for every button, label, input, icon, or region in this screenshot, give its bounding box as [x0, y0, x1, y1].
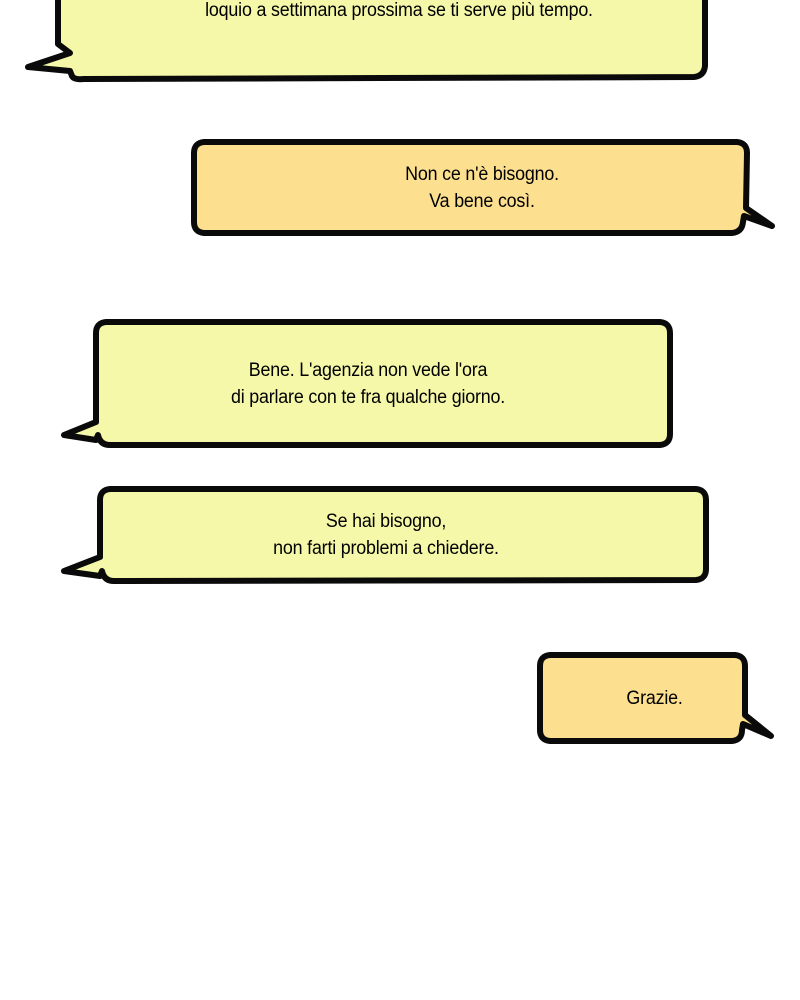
- speech-bubble: loquio a settimana prossima se ti serve …: [25, 0, 772, 83]
- bubble-line: Va bene così.: [429, 191, 535, 212]
- speech-bubble-text: loquio a settimana prossima se ti serve …: [48, 0, 749, 80]
- bubble-line: non farti problemi a chiedere.: [273, 538, 499, 559]
- speech-bubble: Grazie.: [535, 651, 774, 745]
- bubble-line: Se hai bisogno,: [325, 511, 447, 532]
- bubble-line: di parlare con te fra qualche giorno.: [230, 387, 506, 408]
- speech-bubble-text: Se hai bisogno, non farti problemi a chi…: [81, 485, 690, 585]
- bubble-line: loquio a settimana prossima se ti serve …: [205, 0, 593, 21]
- speech-bubble-text: Non ce n'è bisogno. Va bene così.: [208, 138, 757, 238]
- bubble-line: Non ce n'è bisogno.: [405, 164, 559, 185]
- speech-bubble: Bene. L'agenzia non vede l'ora di parlar…: [61, 318, 674, 450]
- bubble-line: Bene. L'agenzia non vede l'ora: [248, 360, 488, 381]
- bubble-line: Grazie.: [626, 687, 683, 709]
- speech-bubble-text: Grazie.: [542, 651, 767, 745]
- speech-bubble: Non ce n'è bisogno. Va bene così.: [190, 138, 775, 238]
- speech-bubble: Se hai bisogno, non farti problemi a chi…: [61, 485, 710, 585]
- speech-bubble-text: Bene. L'agenzia non vede l'ora di parlar…: [80, 318, 655, 450]
